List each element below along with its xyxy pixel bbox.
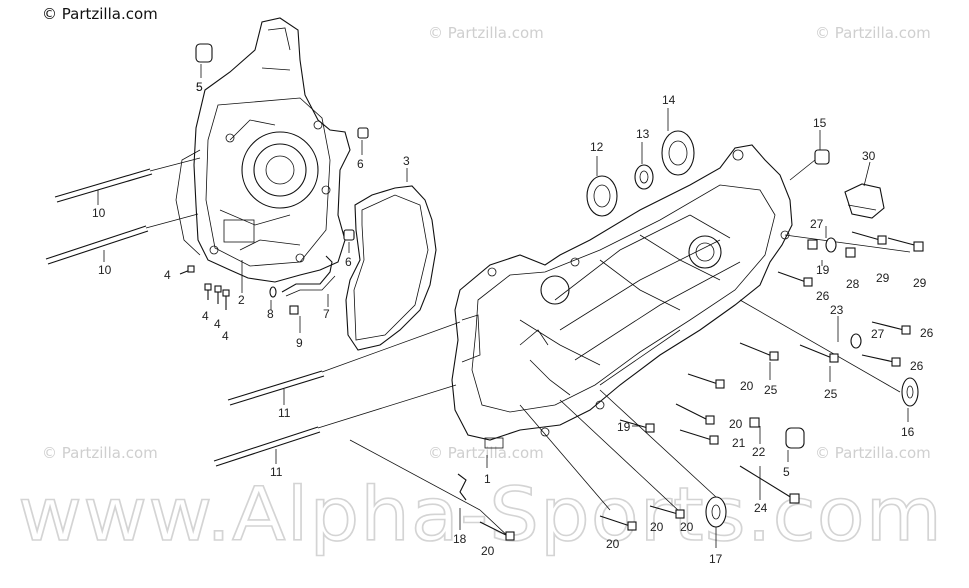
watermark-faint: © Partzilla.com xyxy=(815,24,931,42)
callout-26: 26 xyxy=(816,289,830,303)
callout-3: 3 xyxy=(403,154,410,168)
callout-4: 4 xyxy=(164,268,171,282)
callout-7: 7 xyxy=(323,307,330,321)
callout-20: 20 xyxy=(729,417,743,431)
alignment-lines xyxy=(145,157,911,541)
callout-27: 27 xyxy=(871,327,885,341)
callout-25: 25 xyxy=(824,387,838,401)
callout-5: 5 xyxy=(196,80,203,94)
callout-20: 20 xyxy=(740,379,754,393)
stud-10-lower xyxy=(45,225,149,265)
seal-13 xyxy=(634,164,654,190)
callout-28: 28 xyxy=(846,277,860,291)
callout-6: 6 xyxy=(357,157,364,171)
dowel-5-bottom xyxy=(785,427,805,449)
callout-27: 27 xyxy=(810,217,824,231)
callout-24: 24 xyxy=(754,501,768,515)
watermark-layer: © Partzilla.com © Partzilla.com © Partzi… xyxy=(17,5,943,559)
bearing-12 xyxy=(586,175,618,217)
callout-4: 4 xyxy=(202,309,209,323)
callout-30: 30 xyxy=(862,149,876,163)
callout-20: 20 xyxy=(680,520,694,534)
callout-29: 29 xyxy=(913,276,927,290)
callout-11: 11 xyxy=(270,465,283,479)
callout-6: 6 xyxy=(345,255,352,269)
callout-5: 5 xyxy=(783,465,790,479)
callout-18: 18 xyxy=(453,532,467,546)
callout-12: 12 xyxy=(590,140,604,154)
callout-15: 15 xyxy=(813,116,827,130)
right-crankcase-half xyxy=(451,144,793,449)
callout-9: 9 xyxy=(296,336,303,350)
callout-20: 20 xyxy=(606,537,620,551)
callout-8: 8 xyxy=(267,307,274,321)
callout-22: 22 xyxy=(752,445,766,459)
callout-19: 19 xyxy=(816,263,830,277)
watermark-site: www.Alpha-Sports.com xyxy=(18,472,943,558)
callout-13: 13 xyxy=(636,127,650,141)
bracket-30 xyxy=(844,183,885,219)
bolts xyxy=(179,127,924,541)
callout-20: 20 xyxy=(650,520,664,534)
seal-17 xyxy=(705,496,727,528)
watermark-faint: © Partzilla.com xyxy=(428,444,544,462)
callout-14: 14 xyxy=(662,93,676,107)
callout-5: 5 xyxy=(196,80,203,94)
callout-16: 16 xyxy=(901,425,915,439)
callout-25: 25 xyxy=(764,383,778,397)
watermark-top-left: © Partzilla.com xyxy=(42,5,158,23)
callout-10: 10 xyxy=(92,206,106,220)
callout-23: 23 xyxy=(830,303,844,317)
callout-26: 26 xyxy=(920,326,934,340)
callout-1: 1 xyxy=(484,472,491,486)
stud-11-upper xyxy=(227,370,325,406)
callout-4: 4 xyxy=(214,317,221,331)
callout-19: 19 xyxy=(617,420,631,434)
gasket xyxy=(345,185,437,351)
left-crankcase-half xyxy=(175,17,351,283)
callout-10: 10 xyxy=(98,263,112,277)
callout-4: 4 xyxy=(222,329,229,343)
oil-pipe xyxy=(281,255,333,293)
cap-15 xyxy=(814,149,830,165)
bearing-14 xyxy=(661,130,695,176)
callout-26: 26 xyxy=(910,359,924,373)
callout-20: 20 xyxy=(481,544,495,558)
watermark-faint: © Partzilla.com xyxy=(42,444,158,462)
callout-2: 2 xyxy=(238,293,245,307)
callout-29: 29 xyxy=(876,271,890,285)
watermark-faint: © Partzilla.com xyxy=(428,24,544,42)
leader-lines xyxy=(97,64,909,548)
callout-11: 11 xyxy=(278,406,291,420)
stud-11-lower xyxy=(213,426,321,467)
callout-labels: 5 5 3 6 6 10 10 4 2 4 4 4 8 7 9 11 11 12… xyxy=(92,80,934,566)
callout-17: 17 xyxy=(709,552,723,566)
dowel-5-top xyxy=(195,43,213,63)
stud-10-upper xyxy=(54,168,153,203)
callout-21: 21 xyxy=(732,436,746,450)
washer-16 xyxy=(901,377,919,407)
watermark-faint: © Partzilla.com xyxy=(815,444,931,462)
